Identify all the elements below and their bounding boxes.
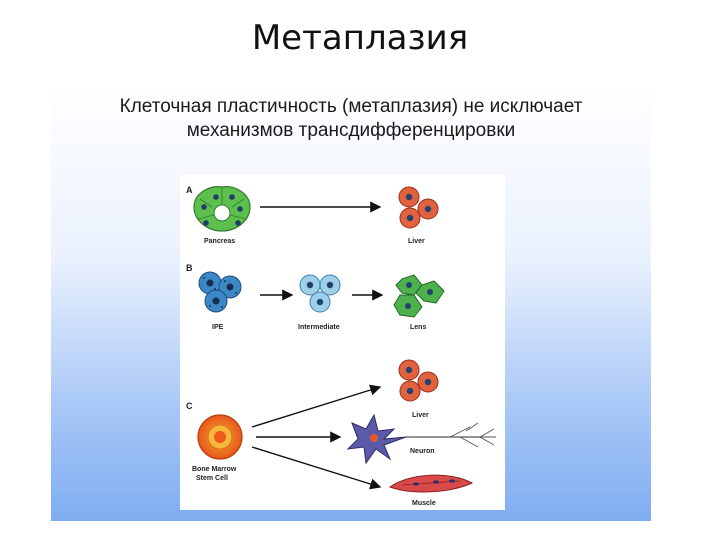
label-pancreas: Pancreas — [204, 238, 235, 245]
arrow-stem-liver — [251, 384, 382, 428]
panel-b-letter: B — [186, 263, 193, 273]
arrow-stem-muscle — [251, 446, 382, 490]
label-liver-a: Liver — [408, 238, 425, 245]
neuron-cell — [346, 413, 496, 465]
panel-c-letter: C — [186, 401, 193, 411]
figure-svg: A Pancreas Liver B — [186, 185, 496, 507]
ipe-cells — [198, 271, 242, 313]
label-bone-marrow: Bone Marrow — [192, 466, 237, 473]
pancreas-cells — [193, 186, 251, 232]
lens-cells — [393, 274, 445, 318]
label-neuron: Neuron — [410, 448, 435, 455]
label-liver-c: Liver — [412, 412, 429, 419]
label-intermediate: Intermediate — [298, 324, 340, 331]
liver-cells-a — [398, 186, 439, 229]
slide-title: Метаплазия — [251, 18, 469, 58]
transdifferentiation-figure: A Pancreas Liver B — [180, 175, 505, 510]
liver-cells-c — [398, 359, 439, 402]
panel-a-letter: A — [186, 185, 193, 195]
intermediate-cells — [299, 274, 341, 313]
subtitle: Клеточная пластичность (метаплазия) не и… — [51, 95, 651, 143]
label-lens: Lens — [410, 324, 426, 331]
stem-cell — [197, 414, 243, 460]
label-stem-cell: Stem Cell — [196, 475, 228, 482]
subtitle-line-2: механизмов трансдифференцировки — [186, 120, 516, 141]
subtitle-line-1: Клеточная пластичность (метаплазия) не и… — [119, 96, 583, 117]
label-muscle: Muscle — [412, 500, 436, 507]
label-ipe: IPE — [212, 324, 224, 331]
muscle-cell — [388, 474, 474, 493]
